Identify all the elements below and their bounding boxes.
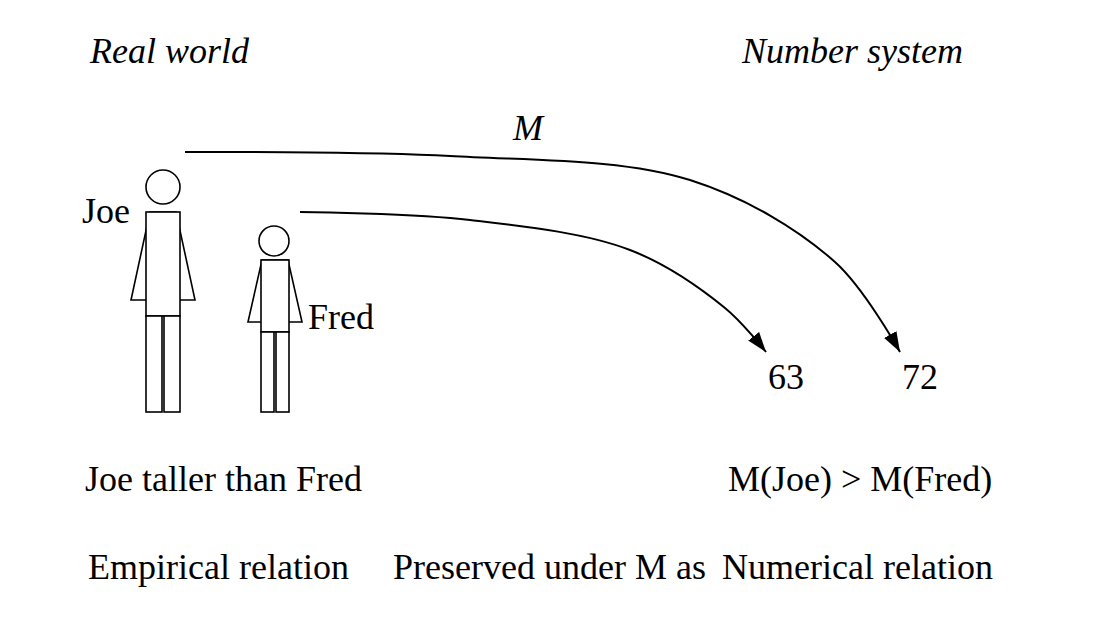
figure-leg [276,332,289,412]
person-figure: Joe [80,152,200,414]
figure-leg [261,332,274,412]
column-heading: Number system [742,30,963,73]
relation-statement: Joe taller than Fred [85,458,362,501]
figure-torso [146,212,180,316]
figure-leg [164,316,180,412]
number-value: 72 [898,352,942,404]
mapping-arrow [300,212,766,352]
short-figure [248,226,302,412]
tall-figure [131,170,195,412]
mapping-label: M [511,107,545,150]
column-heading: Real world [90,30,249,73]
person-figure: Fred [240,212,400,414]
relation-statement: M(Joe) > M(Fred) [728,458,992,501]
node-label: 72 [902,356,938,399]
node-label: 63 [768,356,804,399]
node-label: Fred [308,296,468,339]
figure-torso [261,260,289,332]
mapping-arrow [185,152,900,352]
number-value: 63 [764,352,808,404]
figure-head [146,170,180,204]
node-label: Joe [82,190,202,233]
row-caption: Numerical relation [722,546,993,589]
row-caption: Preserved under M as [393,546,706,589]
figure-leg [146,316,162,412]
figure-head [259,226,289,256]
row-caption: Empirical relation [88,546,349,589]
